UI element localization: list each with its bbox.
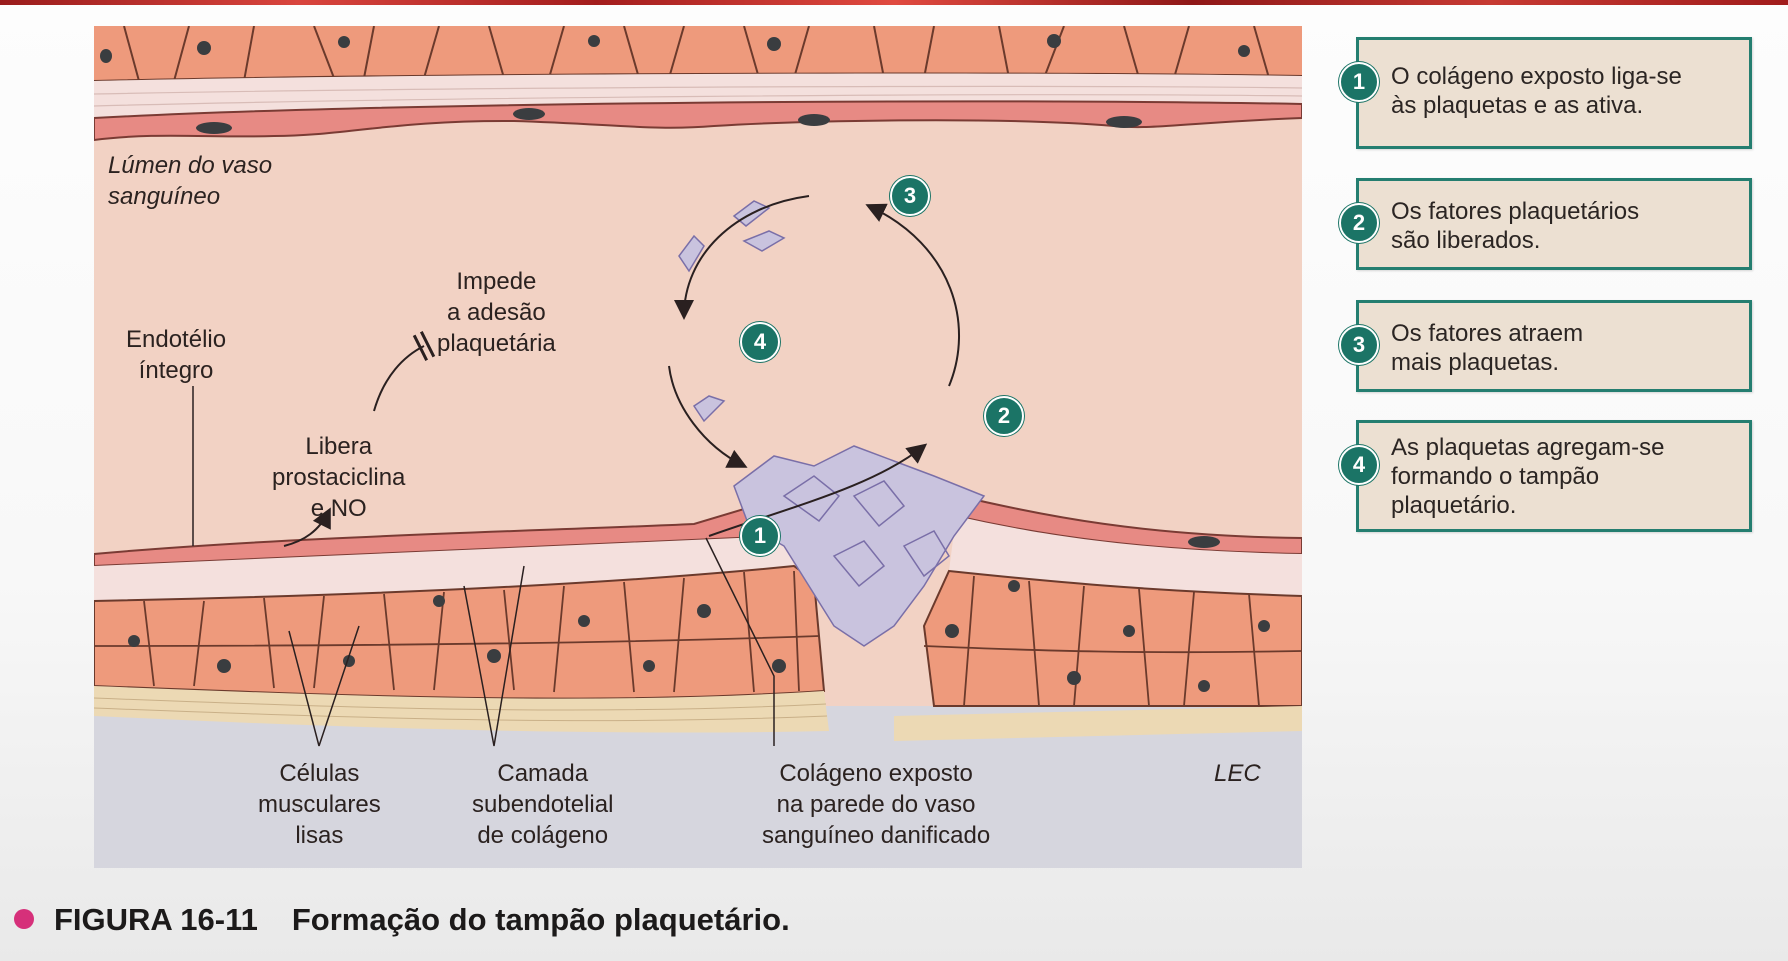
- step-number-badge: 4: [1339, 445, 1379, 485]
- label-prevents-adhesion: Impede a adesão plaquetária: [437, 268, 556, 357]
- label-lumen: Lúmen do vaso sanguíneo: [108, 152, 273, 210]
- top-banner-strip: [0, 0, 1788, 5]
- figure-number: FIGURA 16-11: [54, 902, 258, 937]
- diagram-illustration: [94, 26, 1302, 868]
- step-text: O colágeno exposto liga-se às plaquetas …: [1391, 63, 1682, 119]
- cycle-marker-1: 1: [740, 516, 780, 556]
- label-exposed-collagen: Colágeno exposto na parede do vaso sangu…: [762, 760, 991, 849]
- step-text: As plaquetas agregam-se formando o tampã…: [1391, 434, 1665, 519]
- step-number-badge: 1: [1339, 62, 1379, 102]
- figure-title: Formação do tampão plaquetário.: [291, 902, 790, 937]
- step-number-badge: 3: [1339, 325, 1379, 365]
- label-subendothelial-layer: Camada subendotelial de colágeno: [472, 760, 614, 849]
- label-ecf: LEC: [1214, 760, 1261, 787]
- cycle-marker-3: 3: [890, 176, 930, 216]
- platelet-plug-diagram: Lúmen do vaso sanguíneo Endotélio íntegr…: [94, 26, 1302, 868]
- step-text: Os fatores plaquetários são liberados.: [1391, 198, 1640, 254]
- bullet-icon: [14, 908, 34, 929]
- bottom-right-vessel-wall: [894, 494, 1302, 741]
- step-box-2: 2 Os fatores plaquetários são liberados.: [1339, 178, 1752, 270]
- bottom-left-vessel-wall: [94, 504, 829, 733]
- label-releases-prostacyclin: Libera prostaciclina e NO: [272, 433, 406, 522]
- step-box-3: 3 Os fatores atraem mais plaquetas.: [1339, 300, 1752, 392]
- label-intact-endothelium: Endotélio íntegro: [126, 326, 227, 384]
- step-box-1: 1 O colágeno exposto liga-se às plaqueta…: [1339, 37, 1752, 149]
- cycle-marker-2: 2: [984, 396, 1024, 436]
- cycle-marker-4: 4: [740, 322, 780, 362]
- leader-lines: [192, 386, 775, 747]
- cycle-arrows: [283, 195, 960, 547]
- step-box-4: 4 As plaquetas agregam-se formando o tam…: [1339, 420, 1752, 532]
- step-number-badge: 2: [1339, 203, 1379, 243]
- step-text: Os fatores atraem mais plaquetas.: [1391, 320, 1584, 376]
- label-smooth-muscle: Células musculares lisas: [258, 760, 381, 849]
- top-endothelium: [94, 100, 1302, 142]
- platelet-plug: [733, 445, 986, 647]
- top-smooth-muscle-layer: [94, 26, 1302, 82]
- figure-caption: FIGURA 16-11 Formação do tampão plaquetár…: [14, 902, 790, 938]
